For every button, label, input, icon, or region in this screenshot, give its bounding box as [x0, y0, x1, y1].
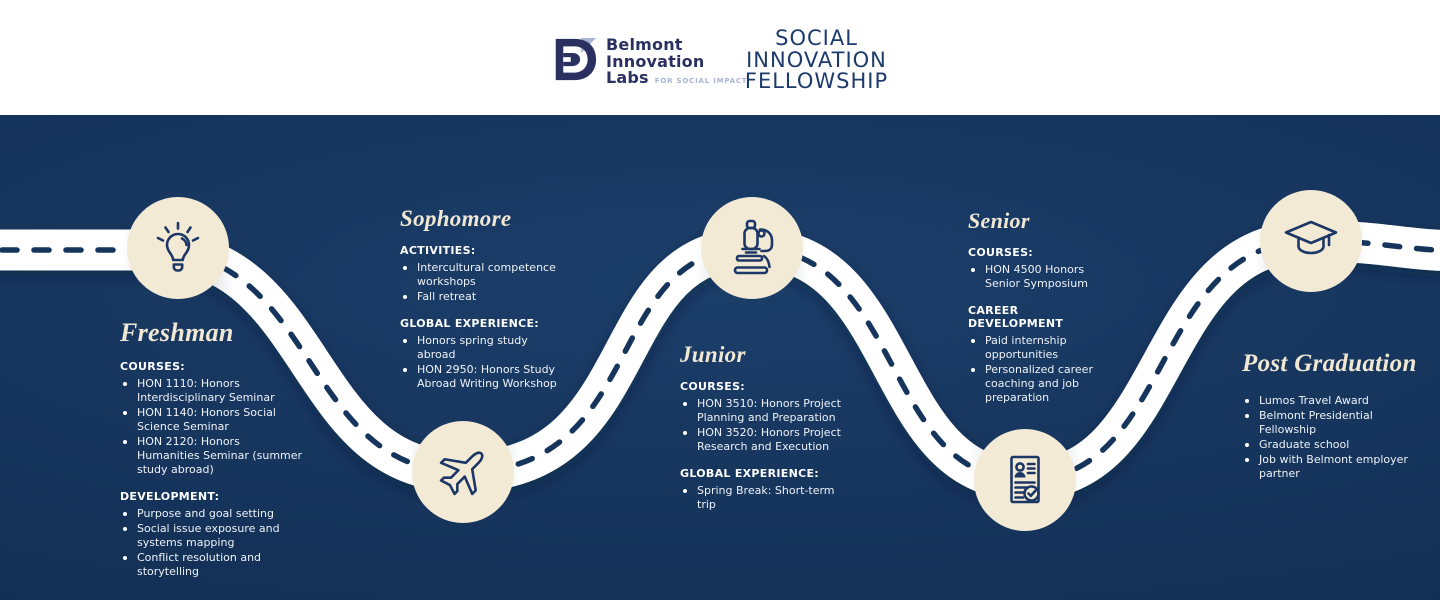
- section-heading: COURSES:: [968, 246, 1033, 259]
- road-center-dashes: [0, 238, 1440, 483]
- stage-title: Post Graduation: [1242, 350, 1417, 377]
- logo-tagline: FOR SOCIAL IMPACT: [654, 77, 748, 85]
- microscope-icon: [733, 219, 774, 275]
- logo-line-2: Innovation: [606, 51, 705, 71]
- bullet-item: Purpose and goal setting: [120, 507, 305, 521]
- bullet-item: HON 4500 Honors Senior Symposium: [968, 263, 1110, 291]
- bullet-item: Conflict resolution and storytelling: [120, 551, 305, 579]
- stage-sections: COURSES: HON 4500 Honors Senior Symposium…: [968, 246, 1110, 405]
- stage-sophomore: Sophomore ACTIVITIES: Intercultural compe…: [400, 206, 568, 392]
- stage-section: COURSES: HON 3510: Honors Project Plannin…: [680, 380, 855, 454]
- stage-title: Senior: [968, 208, 1030, 233]
- milestone-junior: [701, 197, 803, 299]
- bullet-item: Paid internship opportunities: [968, 334, 1110, 362]
- logo-line-1: Belmont: [606, 35, 683, 54]
- resume-icon: [1010, 455, 1040, 504]
- bullet-item: HON 2950: Honors Study Abroad Writing Wo…: [400, 363, 568, 391]
- bullet-item: Belmont Presidential Fellowship: [1242, 409, 1424, 437]
- page-title-line-2: INNOVATION: [746, 47, 887, 72]
- stage-sections: COURSES: HON 1110: Honors Interdisciplina…: [120, 360, 305, 579]
- stage-title: Sophomore: [400, 206, 512, 231]
- stage-title: Freshman: [120, 318, 234, 347]
- bullet-item: Fall retreat: [400, 290, 568, 304]
- bullet-item: HON 3520: Honors Project Research and Ex…: [680, 426, 855, 454]
- bullet-item: Spring Break: Short-term trip: [680, 484, 855, 512]
- bullet-list: HON 3510: Honors Project Planning and Pr…: [680, 397, 855, 454]
- bullet-list: Spring Break: Short-term trip: [680, 484, 855, 512]
- section-heading: CAREER DEVELOPMENT: [968, 303, 1064, 330]
- bullet-list: HON 4500 Honors Senior Symposium: [968, 263, 1110, 291]
- bullet-list: HON 1110: Honors Interdisciplinary Semin…: [120, 377, 305, 477]
- timeline-board: [0, 115, 1440, 600]
- section-heading: COURSES:: [680, 380, 745, 393]
- airplane-icon: [439, 451, 484, 496]
- page-title: SOCIAL INNOVATION FELLOWSHIP: [724, 26, 909, 93]
- stage-section: COURSES: HON 4500 Honors Senior Symposium: [968, 246, 1110, 291]
- bullet-item: Job with Belmont employer partner: [1242, 453, 1424, 481]
- stage-section: GLOBAL EXPERIENCE: Honors spring study ab…: [400, 317, 568, 391]
- bullet-item: Personalized career coaching and job pre…: [968, 363, 1110, 405]
- stage-section: COURSES: HON 1110: Honors Interdisciplina…: [120, 360, 305, 477]
- bullet-item: HON 1110: Honors Interdisciplinary Semin…: [120, 377, 305, 405]
- stage-section: GLOBAL EXPERIENCE: Spring Break: Short-te…: [680, 467, 855, 512]
- graduation-cap-icon: [1284, 220, 1338, 255]
- bullet-item: Lumos Travel Award: [1242, 394, 1424, 408]
- milestone-freshman: [127, 197, 229, 299]
- page-title-line-1: SOCIAL: [775, 26, 858, 50]
- stage-junior: Junior COURSES: HON 3510: Honors Project …: [680, 342, 855, 513]
- bullet-item: HON 3510: Honors Project Planning and Pr…: [680, 397, 855, 425]
- section-heading: DEVELOPMENT:: [120, 489, 220, 503]
- belmont-logo-icon: [555, 37, 597, 81]
- stage-section: ACTIVITIES: Intercultural competence work…: [400, 244, 568, 304]
- page-title-line-3: FELLOWSHIP: [744, 69, 889, 93]
- milestone-sophomore: [412, 421, 514, 523]
- stage-sections: ACTIVITIES: Intercultural competence work…: [400, 244, 568, 391]
- section-heading: GLOBAL EXPERIENCE:: [680, 466, 819, 480]
- stage-section: CAREER DEVELOPMENT Paid internship opport…: [968, 304, 1110, 405]
- stage-sections: COURSES: HON 3510: Honors Project Plannin…: [680, 380, 855, 512]
- section-heading: COURSES:: [120, 360, 185, 373]
- milestone-senior: [974, 429, 1076, 531]
- stage-senior: Senior COURSES: HON 4500 Honors Senior Sy…: [968, 208, 1110, 406]
- stage-title: Junior: [680, 342, 746, 367]
- bullet-item: HON 2120: Honors Humanities Seminar (sum…: [120, 435, 305, 477]
- bullet-item: Intercultural competence workshops: [400, 261, 568, 289]
- lightbulb-icon: [156, 221, 200, 272]
- bullet-item: Social issue exposure and systems mappin…: [120, 522, 305, 550]
- bullet-item: Honors spring study abroad: [400, 334, 568, 362]
- section-heading: GLOBAL EXPERIENCE:: [400, 316, 539, 330]
- section-heading: ACTIVITIES:: [400, 244, 476, 257]
- milestone-postgrad: [1260, 190, 1362, 292]
- stage-freshman: Freshman COURSES: HON 1110: Honors Interd…: [120, 318, 305, 580]
- bullet-item: HON 1140: Honors Social Science Seminar: [120, 406, 305, 434]
- bullet-item: Graduate school: [1242, 438, 1424, 452]
